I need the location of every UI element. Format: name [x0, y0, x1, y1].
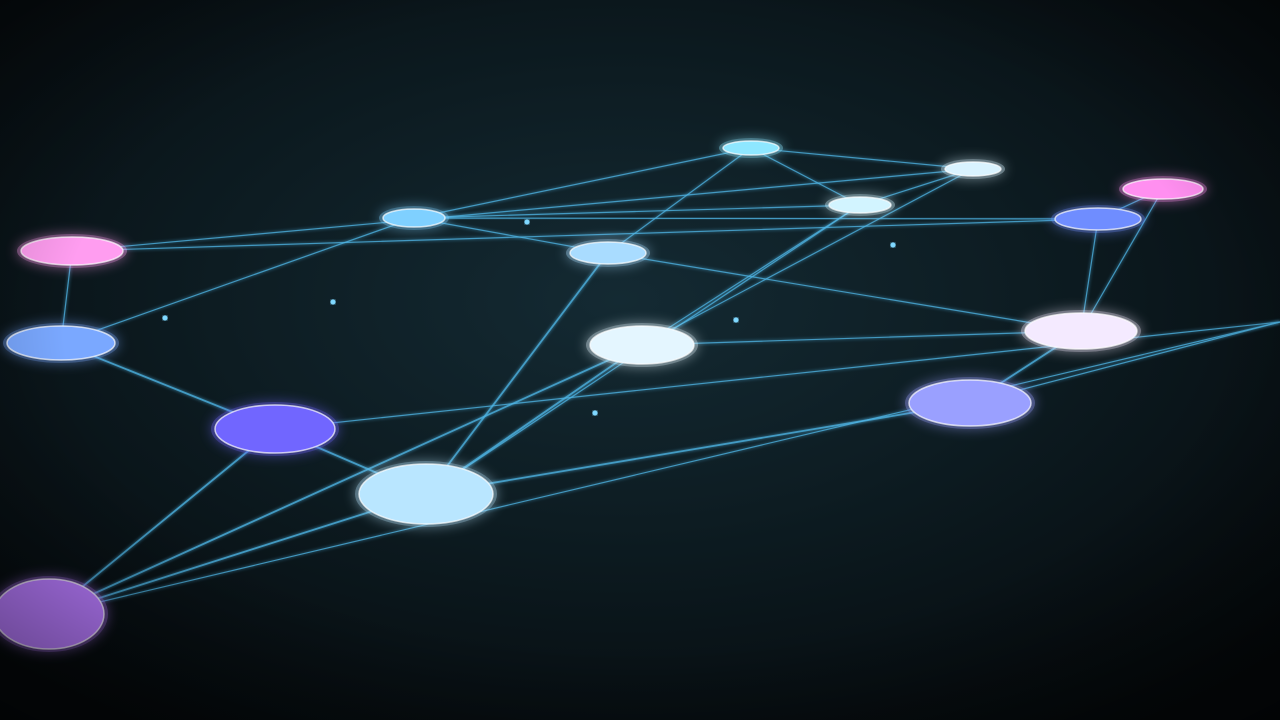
edge-n10-n12: [641, 330, 1082, 346]
node-ellipse: [828, 196, 892, 214]
node-n4: [566, 239, 650, 267]
node-n11: [211, 402, 339, 456]
junction-dot: [330, 299, 336, 305]
node-ellipse: [1122, 178, 1204, 200]
junction-dot: [890, 242, 896, 248]
node-n15: [0, 576, 108, 652]
node-ellipse: [1024, 312, 1138, 350]
node-ellipse: [0, 578, 105, 650]
node-n7: [825, 194, 895, 216]
node-n5: [3, 323, 119, 363]
edge-n4-n12: [607, 252, 1082, 332]
node-ellipse: [382, 208, 446, 228]
edge-n2-n7: [413, 204, 861, 219]
node-n6: [941, 159, 1005, 179]
node-n12: [1021, 310, 1141, 352]
edge-n6-n10: [641, 168, 974, 346]
node-n14: [355, 461, 497, 527]
node-ellipse: [1054, 207, 1142, 231]
node-n10: [586, 323, 698, 367]
node-ellipse: [20, 236, 124, 266]
node-ellipse: [358, 463, 494, 525]
edge-n7-n10: [641, 204, 861, 346]
node-n2: [379, 206, 449, 230]
node-n8: [1119, 176, 1207, 202]
edge-n15-n16: [48, 321, 1280, 615]
node-n9: [1051, 205, 1145, 233]
edge-n10-n15: [48, 344, 643, 615]
node-ellipse: [569, 241, 647, 265]
junction-dot: [733, 317, 739, 323]
junction-dot: [162, 315, 168, 321]
edge-n13-n14: [425, 402, 971, 495]
node-ellipse: [6, 325, 116, 361]
edge-n1-n2: [413, 147, 752, 219]
node-ellipse: [214, 404, 336, 454]
node-n3: [17, 234, 127, 268]
node-ellipse: [722, 140, 780, 156]
node-n1: [719, 138, 783, 158]
node-ellipse: [589, 325, 695, 365]
edge-n2-n5: [60, 217, 415, 344]
junction-dot: [524, 219, 530, 225]
node-ellipse: [944, 161, 1002, 177]
node-ellipse: [908, 379, 1032, 427]
node-n13: [905, 377, 1035, 429]
junction-dot: [592, 410, 598, 416]
edge-n2-n9: [413, 217, 1099, 220]
node-layer: [0, 138, 1207, 652]
